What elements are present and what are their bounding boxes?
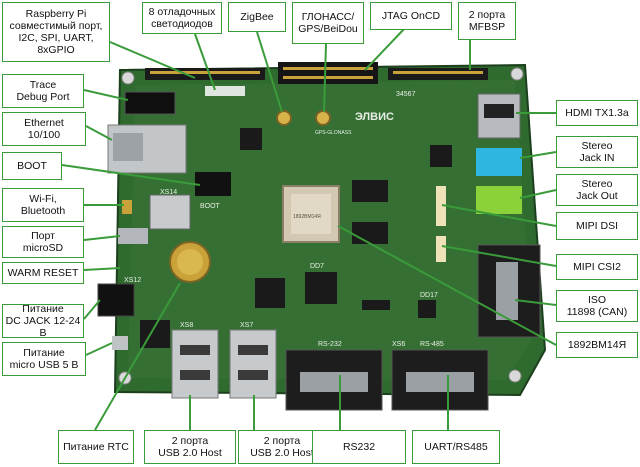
label-hdmi: HDMI TX1.3a — [556, 100, 638, 126]
silkscreen: ЭЛВИС 1892ВМ14Я XS14 XS12 XS8 XS7 XS6 RS… — [124, 91, 444, 348]
label-iso-can: ISO 11898 (CAN) — [556, 290, 638, 322]
usb-host-stack-1 — [171, 329, 219, 399]
label-mfbsp: 2 порта MFBSP — [458, 2, 516, 40]
leader-lines — [61, 27, 557, 431]
mount-hole — [508, 369, 522, 383]
silk-xs7: XS7 — [240, 322, 253, 329]
ic-chip — [418, 300, 436, 318]
gnss-antenna — [315, 110, 331, 126]
label-uart-rs485: UART/RS485 — [412, 430, 500, 464]
ic-chip — [305, 272, 337, 304]
silk-version: 34567 — [396, 91, 416, 98]
ic-chip — [430, 145, 452, 167]
zigbee-antenna — [276, 110, 292, 126]
micro-usb — [112, 336, 128, 350]
usb-host-stack-2 — [229, 329, 277, 399]
wifi-module — [149, 194, 191, 230]
header-pins — [150, 67, 483, 79]
silk-boot: BOOT — [200, 203, 221, 210]
silk-xs6: XS6 — [392, 341, 405, 348]
stereo-in-jack — [476, 148, 522, 176]
label-debug-leds: 8 отладочных светодиодов — [142, 2, 222, 34]
boot-switch — [195, 172, 231, 196]
label-glonass-gps: ГЛОНАСС/ GPS/BeiDou — [292, 2, 364, 44]
label-boot: BOOT — [2, 152, 62, 180]
label-dc-jack: Питание DC JACK 12-24 В — [2, 303, 84, 339]
label-usb-host-1: 2 порта USB 2.0 Host — [144, 430, 236, 464]
label-zigbee: ZigBee — [228, 2, 286, 32]
label-mipi-dsi: MIPI DSI — [556, 212, 638, 240]
silk-rs232: RS-232 — [318, 341, 342, 348]
mipi-csi-connector — [436, 236, 446, 262]
silk-gps: GPS-GLONASS — [315, 130, 352, 136]
label-jtag: JTAG OnCD — [370, 2, 452, 30]
label-ethernet: Ethernet 10/100 — [2, 112, 86, 146]
silk-dd17: DD17 — [420, 292, 438, 299]
led-row — [205, 86, 245, 96]
label-raspberry-pi: Raspberry Pi совместимый порт, I2C, SPI,… — [2, 2, 110, 62]
mount-hole — [121, 71, 135, 85]
label-rtc-power: Питание RTC — [58, 430, 134, 464]
label-cpu: 1892ВМ14Я — [556, 332, 638, 358]
dc-jack — [97, 283, 135, 317]
microsd-slot — [118, 228, 148, 244]
ic-chip — [362, 300, 390, 310]
label-wifi-bluetooth: Wi-Fi, Bluetooth — [2, 188, 84, 222]
gnss-jtag-header — [278, 62, 378, 84]
label-warm-reset: WARM RESET — [2, 262, 84, 284]
label-usb-host-2: 2 порта USB 2.0 Host — [238, 430, 326, 464]
ic-chip — [240, 128, 262, 150]
silk-xs8: XS8 — [180, 322, 193, 329]
label-stereo-in: Stereo Jack IN — [556, 136, 638, 168]
label-mipi-csi2: MIPI CSI2 — [556, 254, 638, 280]
silk-dd7: DD7 — [310, 263, 324, 270]
silk-xs14: XS14 — [160, 189, 177, 196]
memory-chip — [352, 180, 388, 202]
label-microsd: Порт microSD — [2, 226, 84, 258]
mipi-dsi-connector — [436, 186, 446, 226]
silk-xs12: XS12 — [124, 277, 141, 284]
label-rs232: RS232 — [312, 430, 406, 464]
memory-chip — [352, 222, 388, 244]
label-trace-debug: Trace Debug Port — [2, 74, 84, 108]
trace-port — [124, 91, 176, 115]
silk-rs485: RS-485 — [420, 341, 444, 348]
label-stereo-out: Stereo Jack Out — [556, 174, 638, 206]
ic-chip — [255, 278, 285, 308]
stereo-out-jack — [476, 186, 522, 214]
label-micro-usb: Питание micro USB 5 В — [2, 342, 86, 376]
mount-hole — [510, 67, 524, 81]
brand-logo: ЭЛВИС — [355, 111, 394, 123]
cpu-chip-label: 1892ВМ14Я — [293, 214, 321, 220]
